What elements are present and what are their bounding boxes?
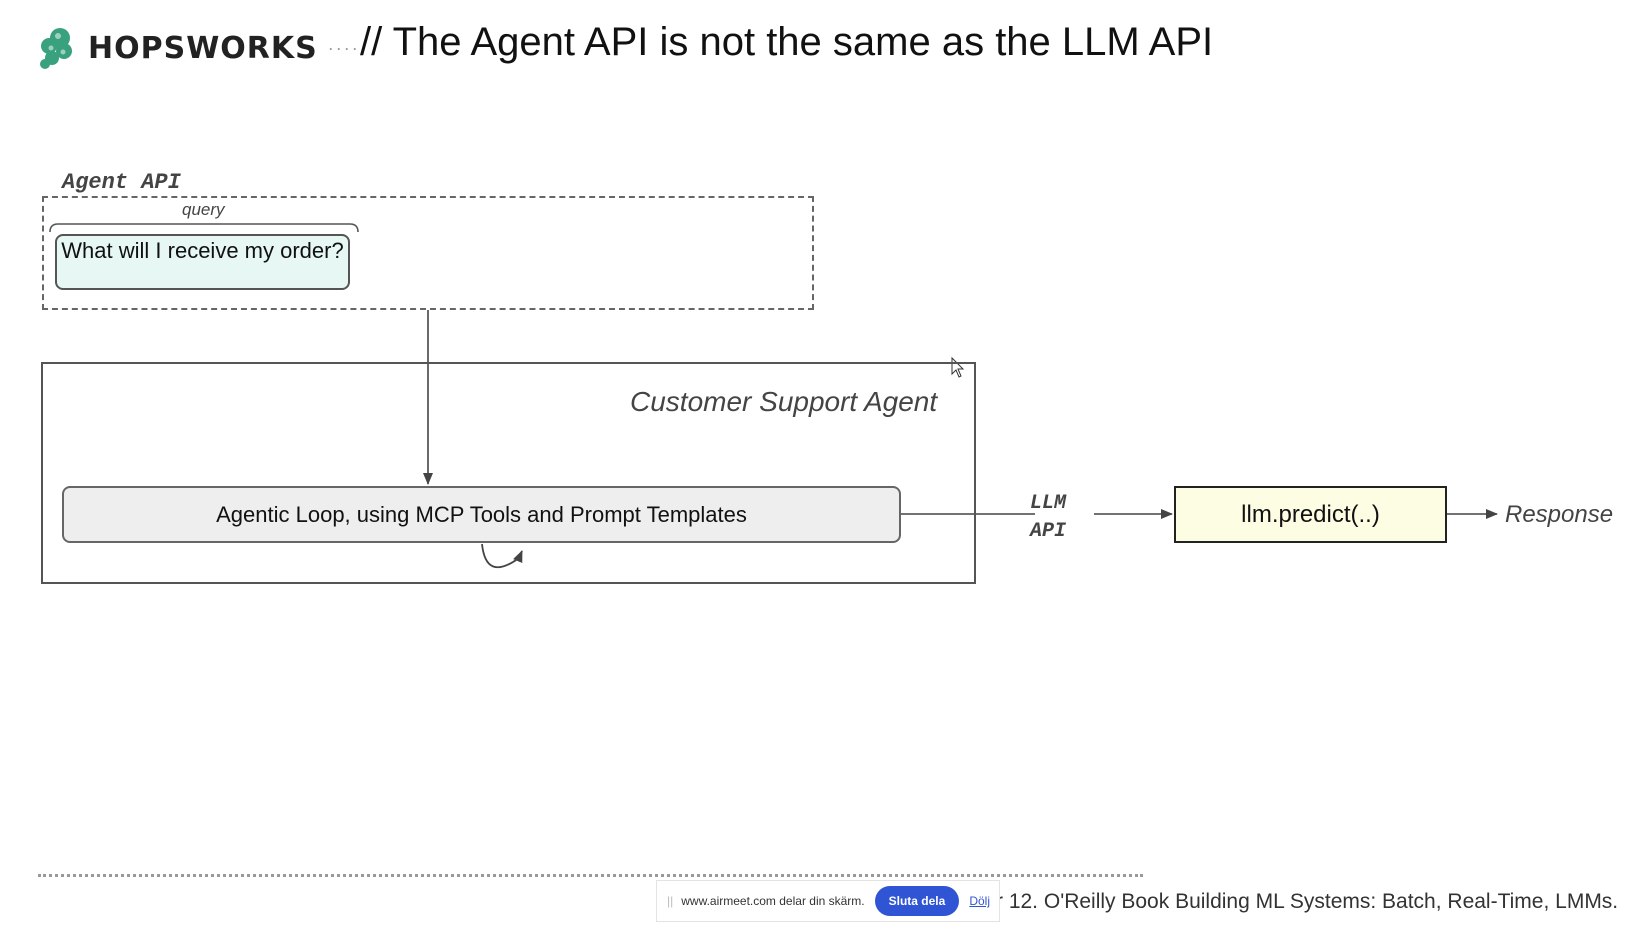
hide-link[interactable]: Dölj (969, 894, 990, 908)
drag-handle-icon[interactable]: || (667, 894, 674, 908)
agentic-loop-box: Agentic Loop, using MCP Tools and Prompt… (62, 486, 901, 543)
response-label: Response (1505, 501, 1614, 528)
llm-predict-box: llm.predict(..) (1174, 486, 1447, 543)
customer-support-agent-box (41, 362, 976, 584)
llm-api-label-line-2: API (1030, 520, 1067, 543)
footer-divider (38, 874, 1143, 877)
hopsworks-hop-icon (40, 28, 72, 69)
agent-api-label: Agent API (62, 170, 181, 195)
hopsworks-logo: HOPSWORKS ···· (36, 26, 360, 70)
agent-api-boundary (42, 196, 814, 310)
llm-api-label-line-1: LLM (1030, 492, 1067, 515)
slide-title: // The Agent API is not the same as the … (360, 20, 1214, 64)
share-message: www.airmeet.com delar din skärm. (681, 894, 865, 908)
brand-name: HOPSWORKS (88, 30, 318, 66)
llm-api-label: LLM API (1030, 490, 1066, 546)
footer-text: r 12. O'Reilly Book Building ML Systems:… (996, 890, 1619, 913)
header-separator: ···· (327, 37, 360, 58)
loop-back-arrow (481, 543, 523, 569)
query-box: What will I receive my order? (55, 234, 350, 290)
query-brace (49, 223, 359, 233)
stop-sharing-button[interactable]: Sluta dela (874, 886, 960, 916)
query-label: query (182, 200, 225, 219)
customer-support-agent-label: Customer Support Agent (630, 386, 938, 417)
screen-share-bar: || www.airmeet.com delar din skärm. Slut… (656, 880, 1000, 922)
